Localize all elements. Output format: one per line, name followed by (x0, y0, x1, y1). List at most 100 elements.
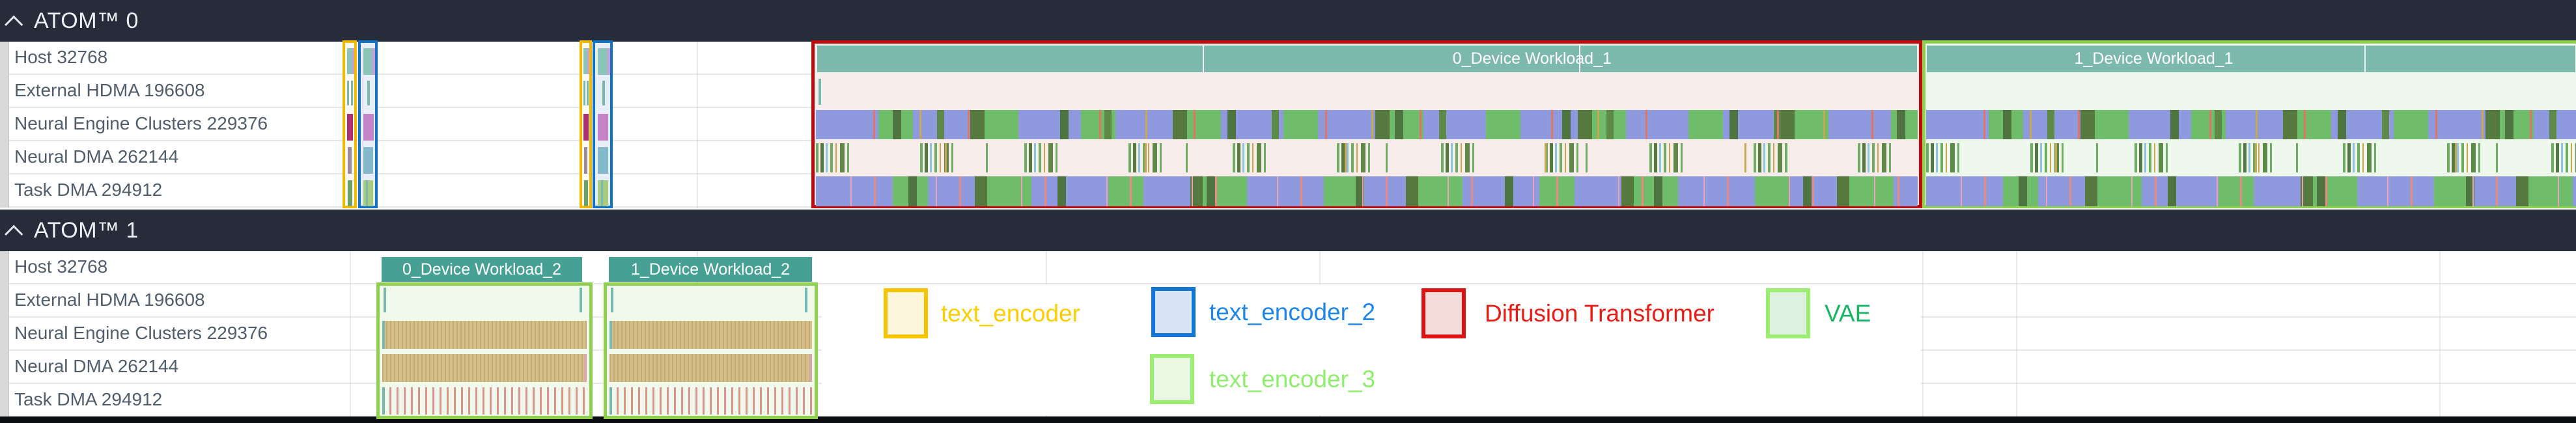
track-label: Task DMA 294912 (14, 389, 163, 409)
device1-workload-box[interactable]: 1_Device Workload_1 (1922, 40, 2576, 208)
text-encoder-3-workload-box[interactable] (376, 282, 593, 419)
diffusion-transformer-workload-box[interactable]: 0_Device Workload_1 (811, 40, 1922, 208)
legend-label-text-encoder-3[interactable]: text_encoder_3 (1209, 366, 1376, 392)
nec-event[interactable] (598, 114, 608, 141)
workload-label: 0_Device Workload_1 (1452, 49, 1612, 68)
host-workload-bar[interactable]: 1_Device Workload_1 (1927, 46, 2575, 72)
text-encoder-3-workload-box[interactable] (604, 282, 818, 419)
legend-swatch-text-encoder[interactable] (884, 288, 928, 338)
time-gridline (350, 251, 351, 416)
legend-swatch-vae[interactable] (1766, 288, 1810, 338)
host-workload-bar[interactable]: 0_Device Workload_1 (817, 46, 1917, 72)
left-gutter (0, 42, 9, 208)
nec-lead-event (609, 321, 612, 349)
task-dma-event[interactable] (348, 180, 352, 206)
text-encoder-2-annotation-box[interactable] (593, 40, 613, 208)
bottom-scrollbar-track[interactable] (0, 416, 2576, 423)
task-dma-activity-track[interactable] (1926, 176, 2576, 206)
text-encoder-2-annotation-box[interactable] (358, 40, 378, 208)
hdma-event[interactable] (347, 81, 349, 105)
task-dma-activity-bar[interactable] (609, 387, 812, 415)
segment-gap (2364, 46, 2366, 72)
workload-label: 0_Device Workload_2 (402, 260, 562, 279)
segment-gap (1203, 46, 1204, 72)
section-title: ATOM™ 0 (34, 8, 139, 33)
host-event[interactable] (352, 48, 354, 74)
ndma-trail-event (584, 354, 587, 382)
ndma-event[interactable] (598, 147, 608, 174)
time-gridline (2439, 251, 2441, 416)
nec-event[interactable] (347, 114, 353, 141)
task-dma-event[interactable] (584, 180, 588, 206)
task-dma-event[interactable] (598, 180, 608, 206)
task-dma-activity-bar[interactable] (382, 387, 587, 415)
host-event[interactable] (363, 48, 372, 75)
track-label: External HDMA 196608 (14, 80, 205, 100)
workload-header-bar[interactable]: 1_Device Workload_2 (609, 257, 812, 282)
ndma-activity-track[interactable] (816, 143, 1918, 172)
collapse-chevron-icon[interactable] (5, 15, 23, 34)
section-header-atom1[interactable]: ATOM™ 1 (0, 210, 2576, 251)
ndma-event[interactable] (363, 147, 373, 174)
task-dma-activity-track[interactable] (816, 176, 1918, 206)
hdma-event[interactable] (580, 288, 582, 312)
host-event[interactable] (347, 48, 352, 74)
host-event[interactable] (598, 48, 608, 75)
legend-swatch-text-encoder-2[interactable] (1151, 287, 1196, 337)
ndma-activity-bar[interactable] (382, 354, 587, 382)
task-dma-event[interactable] (363, 180, 373, 206)
hdma-event[interactable] (611, 288, 613, 312)
section-header-atom0[interactable]: ATOM™ 0 (0, 0, 2576, 42)
ndma-activity-bar[interactable] (609, 354, 812, 382)
text-encoder-annotation-box[interactable] (343, 40, 357, 208)
legend-swatch-text-encoder-3[interactable] (1150, 354, 1194, 404)
ndma-trail-event (809, 354, 812, 382)
legend-label-vae[interactable]: VAE (1825, 300, 1871, 327)
legend-label-text-encoder[interactable]: text_encoder (941, 300, 1080, 327)
nec-event[interactable] (583, 114, 589, 141)
collapse-chevron-icon[interactable] (5, 225, 23, 243)
track-label: Neural Engine Clusters 229376 (14, 113, 268, 133)
segment-gap (1579, 46, 1580, 72)
track-label: Host 32768 (14, 47, 108, 67)
host-event[interactable] (587, 48, 589, 74)
hdma-event[interactable] (583, 81, 585, 105)
legend-label-diffusion-transformer[interactable]: Diffusion Transformer (1485, 300, 1715, 327)
host-event[interactable] (372, 48, 375, 75)
section-title: ATOM™ 1 (34, 217, 139, 243)
hdma-event[interactable] (367, 81, 370, 105)
time-gridline (2016, 251, 2017, 416)
track-label: External HDMA 196608 (14, 290, 205, 310)
track-label: Neural DMA 262144 (14, 146, 179, 167)
ndma-event[interactable] (584, 147, 587, 174)
hdma-event[interactable] (805, 288, 807, 312)
ndma-event[interactable] (348, 147, 352, 174)
hdma-event[interactable] (384, 288, 386, 312)
nec-activity-track[interactable] (1926, 110, 2576, 139)
legend-swatch-diffusion-transformer[interactable] (1421, 288, 1466, 338)
nec-activity-bar[interactable] (609, 321, 812, 349)
task-dma-event[interactable] (366, 180, 368, 206)
nec-activity-track[interactable] (816, 110, 1918, 139)
nec-activity-bar[interactable] (382, 321, 587, 349)
hdma-event[interactable] (351, 81, 353, 105)
workload-header-bar[interactable]: 0_Device Workload_2 (382, 257, 582, 282)
track-label: Host 32768 (14, 256, 108, 277)
text-encoder-annotation-box[interactable] (580, 40, 592, 208)
hdma-event[interactable] (819, 79, 821, 105)
nec-event[interactable] (363, 114, 374, 141)
host-event[interactable] (608, 48, 610, 75)
track-label: Task DMA 294912 (14, 180, 163, 200)
host-event[interactable] (583, 48, 587, 74)
time-gridline (697, 42, 698, 208)
hdma-event[interactable] (602, 81, 605, 105)
workload-label: 1_Device Workload_1 (2074, 49, 2233, 68)
nec-lead-event (382, 321, 385, 349)
task-dma-event[interactable] (601, 180, 603, 206)
ndma-activity-track[interactable] (1926, 143, 2576, 172)
legend-backdrop (822, 284, 1921, 415)
legend-label-text-encoder-2[interactable]: text_encoder_2 (1209, 299, 1376, 325)
hdma-event[interactable] (587, 81, 589, 105)
task-lead-event (382, 387, 385, 415)
